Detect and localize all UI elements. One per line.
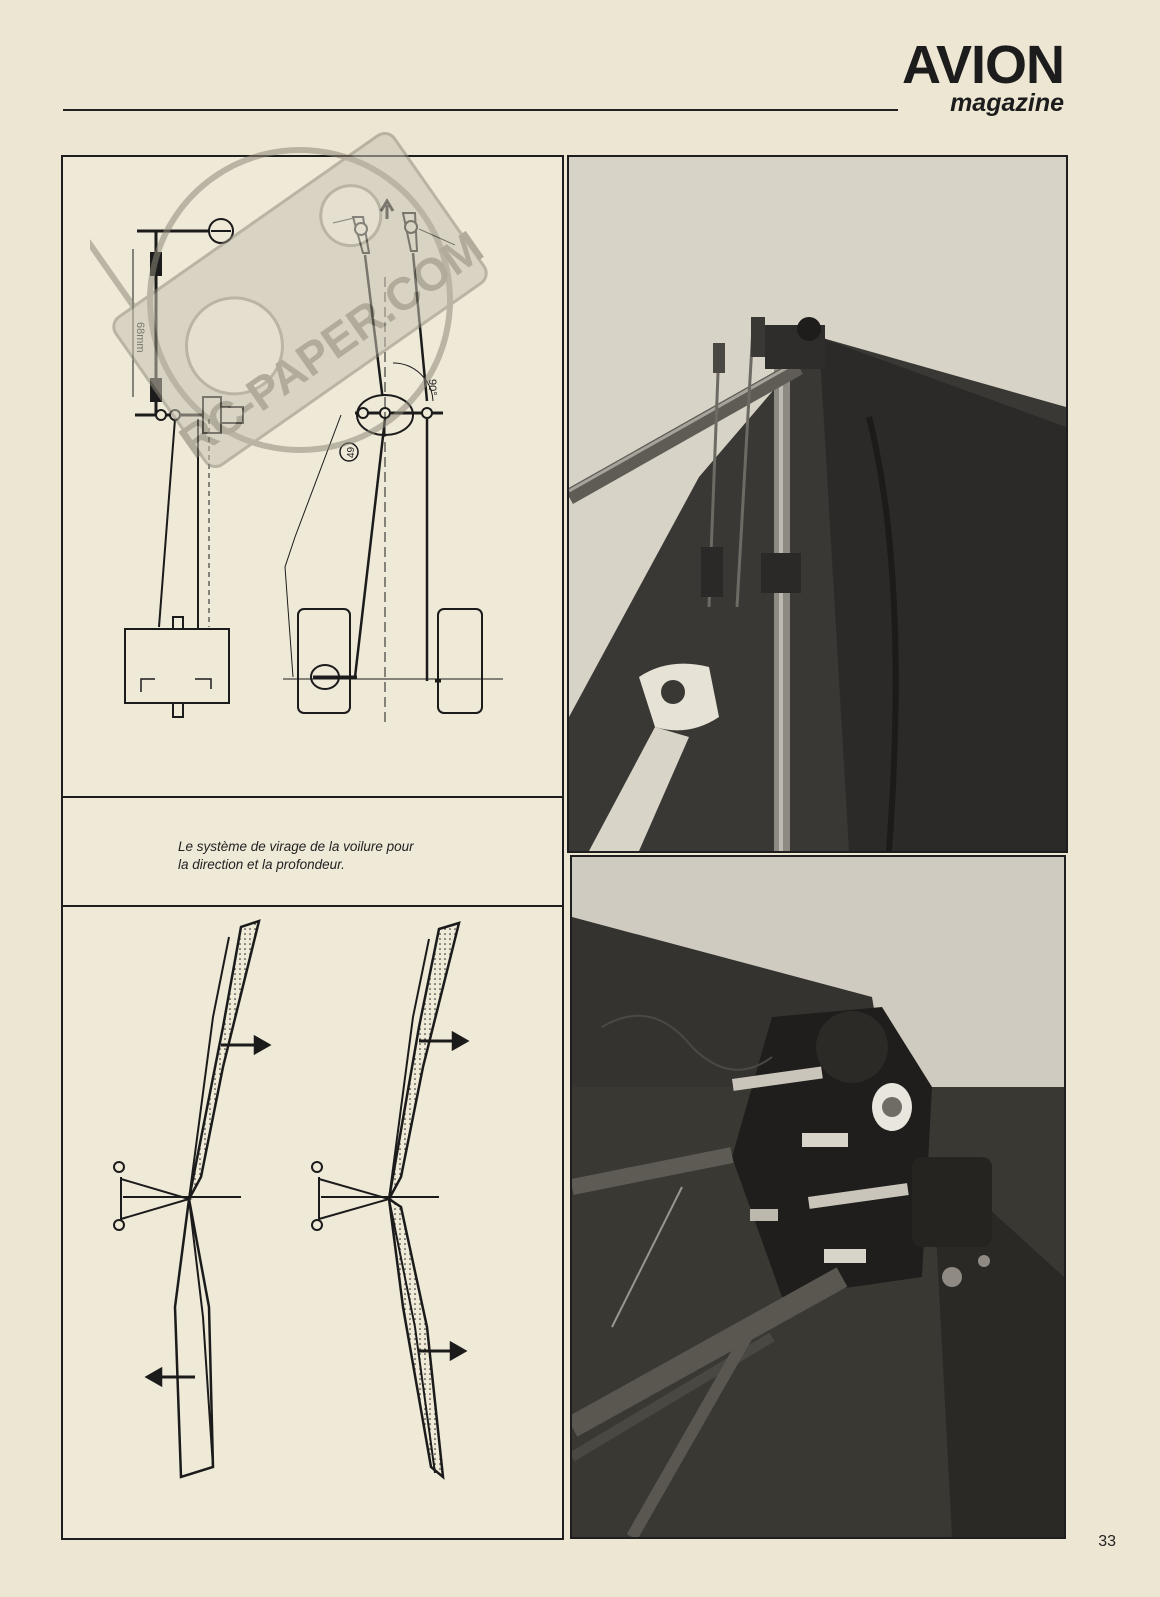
photo-hub-closeup: [570, 855, 1066, 1539]
angle-label: 90°: [426, 379, 438, 396]
wing-warp-diagram: [113, 919, 470, 1480]
logo-subtitle: magazine: [950, 89, 1064, 117]
magazine-logo: AVION magazine: [901, 35, 1065, 117]
dimension-label: 68mm: [134, 322, 146, 353]
linkage-diagram-panel: 68mm 90° 49: [61, 155, 564, 798]
logo-title: AVION: [901, 35, 1065, 95]
photo-bottom-image: [572, 857, 1064, 1537]
figure-caption: Le système de virage de la voilure pour …: [178, 838, 488, 874]
caption-panel: Le système de virage de la voilure pour …: [61, 798, 564, 907]
caption-line-2: la direction et la profondeur.: [178, 857, 345, 872]
linkage-diagram: 68mm 90° 49: [124, 198, 503, 723]
header-rule: [63, 109, 898, 111]
wing-warp-diagram-panel: [61, 907, 564, 1540]
part-number-label: 49: [346, 446, 357, 458]
caption-line-1: Le système de virage de la voilure pour: [178, 839, 414, 854]
photo-top-image: [569, 157, 1066, 851]
page-number: 33: [1098, 1533, 1116, 1550]
photo-kingpost-linkage: [567, 155, 1068, 853]
